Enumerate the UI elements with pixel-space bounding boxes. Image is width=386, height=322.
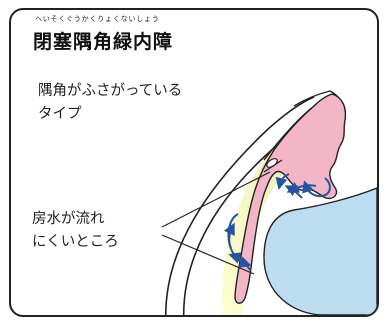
callout-label-line-2: にくいところ — [32, 234, 119, 250]
callout-label: 房水が流れ にくいところ — [32, 208, 119, 254]
lens — [263, 187, 377, 315]
flow-arrow-posterior-3 — [286, 181, 317, 193]
callout-label-line-1: 房水が流れ — [32, 211, 105, 227]
title-reading: へいそくぐうかくりょくないしょう — [35, 15, 160, 23]
flow-arrow-posterior-1 — [302, 177, 331, 198]
iris-ciliary-body — [234, 93, 347, 304]
subtitle-line-1: 隅角がふさがっている — [38, 83, 183, 99]
leader-line-angle — [161, 171, 271, 228]
subtitle-line-2: タイプ — [38, 106, 82, 122]
illustration-frame: へいそくぐうかくりょくないしょう 閉塞隅角緑内障 隅角がふさがっている タイプ — [9, 8, 379, 317]
flow-arrow-angle — [275, 173, 290, 190]
eye-angle-diagram — [161, 90, 377, 315]
flow-arrow-anterior-2 — [223, 222, 235, 249]
title: 閉塞隅角緑内障 — [33, 31, 174, 53]
cornea-outer-line — [165, 96, 315, 315]
flow-arrow-lower — [228, 252, 251, 271]
leader-line-pupil — [161, 234, 255, 275]
subtitle: 隅角がふさがっている タイプ — [38, 80, 182, 126]
trabecular-meshwork — [263, 159, 283, 173]
